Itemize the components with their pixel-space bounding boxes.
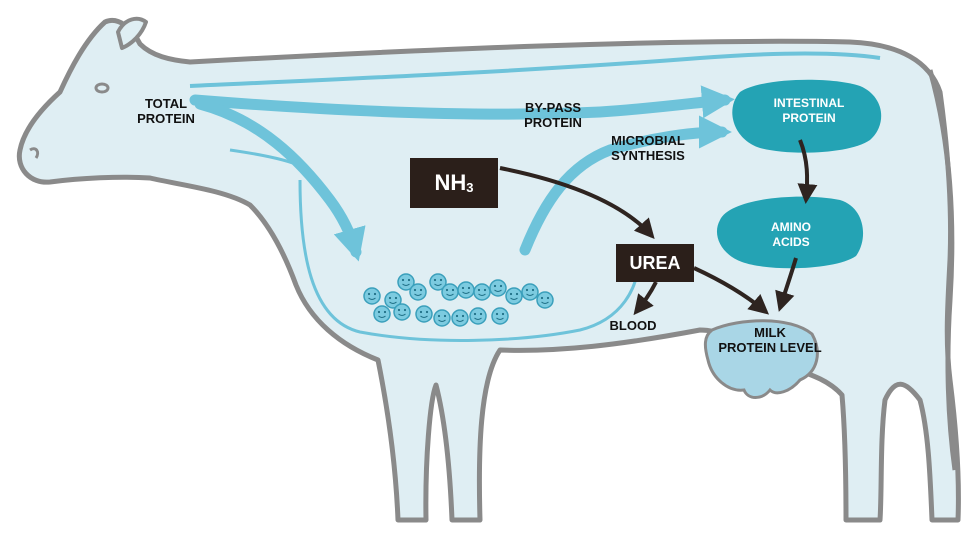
amino-acids-label: AMINO ACIDS <box>726 220 856 250</box>
microbe <box>522 284 538 300</box>
microbe <box>410 284 426 300</box>
bypass-protein-label: BY-PASS PROTEIN <box>488 100 618 130</box>
microbe <box>537 292 553 308</box>
microbe <box>442 284 458 300</box>
nh3-main-text: NH <box>434 170 466 196</box>
milk-protein-level-label: MILK PROTEIN LEVEL <box>690 325 850 355</box>
microbe <box>374 306 390 322</box>
urea-text: UREA <box>629 253 680 274</box>
nh3-subscript: 3 <box>466 180 473 195</box>
microbe <box>458 282 474 298</box>
microbe <box>474 284 490 300</box>
microbial-synthesis-label: MICROBIAL SYNTHESIS <box>588 133 708 163</box>
microbe <box>490 280 506 296</box>
microbe <box>416 306 432 322</box>
total-protein-label: TOTAL PROTEIN <box>118 96 214 126</box>
microbe <box>506 288 522 304</box>
microbe <box>364 288 380 304</box>
urea-box: UREA <box>616 244 694 282</box>
microbe <box>434 310 450 326</box>
blood-label: BLOOD <box>590 318 676 333</box>
microbe <box>470 308 486 324</box>
microbe <box>452 310 468 326</box>
intestinal-protein-label: INTESTINAL PROTEIN <box>744 96 874 126</box>
microbe <box>394 304 410 320</box>
microbe <box>492 308 508 324</box>
